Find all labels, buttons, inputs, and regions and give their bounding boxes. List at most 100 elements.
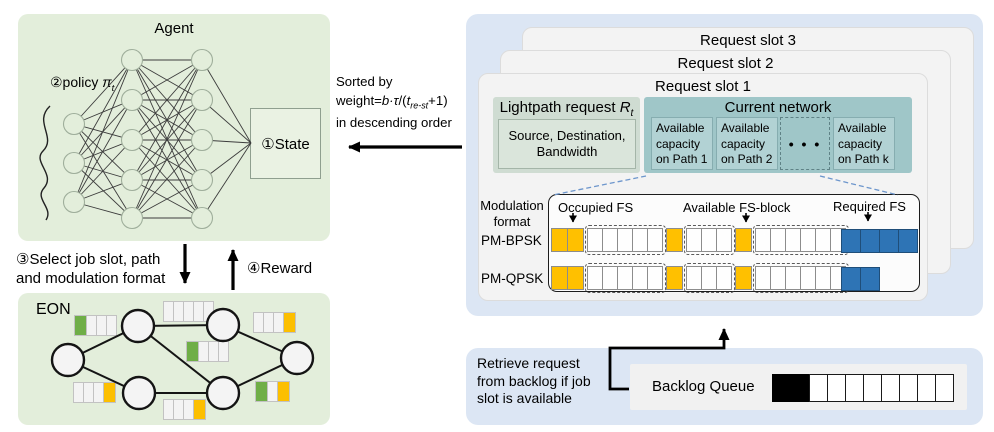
free-fs-cell	[632, 228, 648, 252]
free-fs-cell	[755, 266, 771, 290]
policy-pi-symbol: π	[102, 74, 112, 90]
sort-note-formula: weight=b·τ/(tre-st+1)	[336, 91, 452, 113]
backlog-empty-cell	[899, 374, 918, 402]
backlog-empty-cell	[917, 374, 936, 402]
required-fs-cell	[860, 267, 880, 291]
select-action-line2: and modulation format	[16, 269, 166, 287]
source-destination-bandwidth-box: Source, Destination, Bandwidth	[498, 119, 636, 169]
policy-pi-subscript: t	[111, 82, 115, 94]
agent-title: Agent	[154, 20, 194, 37]
free-fs-cell	[716, 228, 732, 252]
required-fs-cell	[898, 229, 918, 253]
free-fs-cell	[770, 266, 786, 290]
available-fs-block-group	[585, 263, 666, 293]
ellipsis-paths-box: • • •	[780, 117, 830, 170]
spectrum-block-link-cf	[253, 312, 296, 333]
backlog-note-line3: slot is available	[477, 390, 572, 406]
sort-note-line1: Sorted by	[336, 74, 393, 89]
available-fs-block-group	[684, 225, 735, 255]
required-fs-annotation: Required FS	[833, 199, 906, 214]
formula-weight: weight=	[336, 93, 382, 109]
occupied-fs-cell	[567, 266, 584, 290]
spectrum-block-link-bc	[163, 301, 214, 322]
free-fs-cell	[815, 266, 831, 290]
lightpath-header-text: Lightpath request	[499, 99, 620, 116]
free-fs-cell	[647, 228, 663, 252]
free-fs-cell	[587, 228, 603, 252]
pm-bpsk-fs-row	[551, 225, 850, 255]
free-fs-cell	[617, 228, 633, 252]
backlog-queue-box: Backlog Queue	[630, 364, 967, 410]
backlog-queue-label: Backlog Queue	[652, 378, 755, 395]
backlog-empty-cell	[827, 374, 846, 402]
white-spectrum-cell	[106, 315, 117, 336]
formula-divide: /(	[398, 93, 407, 109]
spectrum-block-link-ef	[255, 381, 290, 402]
occupied-fs-cell	[735, 228, 752, 252]
lightpath-content-line2: Bandwidth	[536, 144, 598, 159]
select-action-line1: ③Select job slot, path	[16, 251, 161, 268]
available-fs-block-group	[684, 263, 735, 293]
current-network-box: Current network Available capacity on Pa…	[644, 97, 912, 173]
spectrum-block-link-ad	[73, 382, 116, 403]
pm-bpsk-required-fs	[841, 229, 918, 253]
backlog-note-line1: Retrieve request	[477, 355, 580, 371]
modulation-label-line1: Modulation	[480, 198, 544, 213]
path-2-capacity-box: Available capacity on Path 2	[716, 117, 778, 170]
free-fs-cell	[701, 266, 717, 290]
backlog-empty-cell	[881, 374, 900, 402]
free-fs-cell	[701, 228, 717, 252]
occupied-fs-cell	[551, 266, 568, 290]
yellow-spectrum-cell	[283, 312, 296, 333]
spectrum-block-link-ab	[74, 315, 117, 336]
required-fs-cell	[841, 267, 861, 291]
free-fs-cell	[647, 266, 663, 290]
required-fs-cell	[879, 229, 899, 253]
occupied-fs-cell	[666, 266, 683, 290]
free-fs-cell	[587, 266, 603, 290]
backlog-note: Retrieve request from backlog if job slo…	[477, 355, 591, 408]
free-fs-cell	[617, 266, 633, 290]
backlog-note-line2: from backlog if job	[477, 372, 591, 389]
backlog-empty-cell	[863, 374, 882, 402]
free-fs-cell	[602, 228, 618, 252]
pm-bpsk-label: PM-BPSK	[481, 233, 542, 248]
free-fs-cell	[686, 266, 702, 290]
eon-title: EON	[36, 301, 71, 318]
lightpath-request-header: Lightpath request Rt	[493, 99, 640, 119]
occupied-fs-cell	[735, 266, 752, 290]
yellow-spectrum-cell	[103, 382, 116, 403]
available-fs-block-annotation: Available FS-block	[683, 200, 791, 215]
yellow-spectrum-cell	[193, 399, 206, 420]
backlog-empty-cell	[845, 374, 864, 402]
free-fs-cell	[815, 228, 831, 252]
free-fs-cell	[686, 228, 702, 252]
free-fs-cell	[602, 266, 618, 290]
yellow-spectrum-cell	[277, 381, 290, 402]
request-slot-2-label: Request slot 2	[677, 55, 774, 72]
required-fs-cell	[860, 229, 880, 253]
pm-qpsk-fs-row	[551, 263, 850, 293]
occupied-fs-annotation: Occupied FS	[558, 200, 634, 215]
lightpath-request-box: Lightpath request Rt Source, Destination…	[493, 97, 640, 173]
pm-qpsk-label: PM-QPSK	[481, 271, 544, 286]
occupied-fs-cell	[666, 228, 683, 252]
path-k-capacity-box: Available capacity on Path k	[833, 117, 895, 170]
backlog-empty-cell	[809, 374, 828, 402]
occupied-fs-cell	[551, 228, 568, 252]
free-fs-cell	[716, 266, 732, 290]
formula-t: t	[406, 93, 411, 109]
required-fs-cell	[841, 229, 861, 253]
free-fs-cell	[800, 228, 816, 252]
free-fs-cell	[785, 228, 801, 252]
sort-note: Sorted by weight=b·τ/(tre-st+1) in desce…	[336, 72, 452, 132]
select-action-label: ③Select job slot, path and modulation fo…	[16, 251, 165, 289]
free-fs-cell	[770, 228, 786, 252]
formula-plus-one: +1)	[428, 93, 448, 109]
available-fs-block-group	[585, 225, 666, 255]
lightpath-content-line1: Source, Destination,	[508, 127, 626, 143]
state-box: ①State	[250, 108, 321, 179]
backlog-queue-cells	[772, 374, 954, 402]
formula-t-subscript: re-st	[410, 100, 429, 111]
